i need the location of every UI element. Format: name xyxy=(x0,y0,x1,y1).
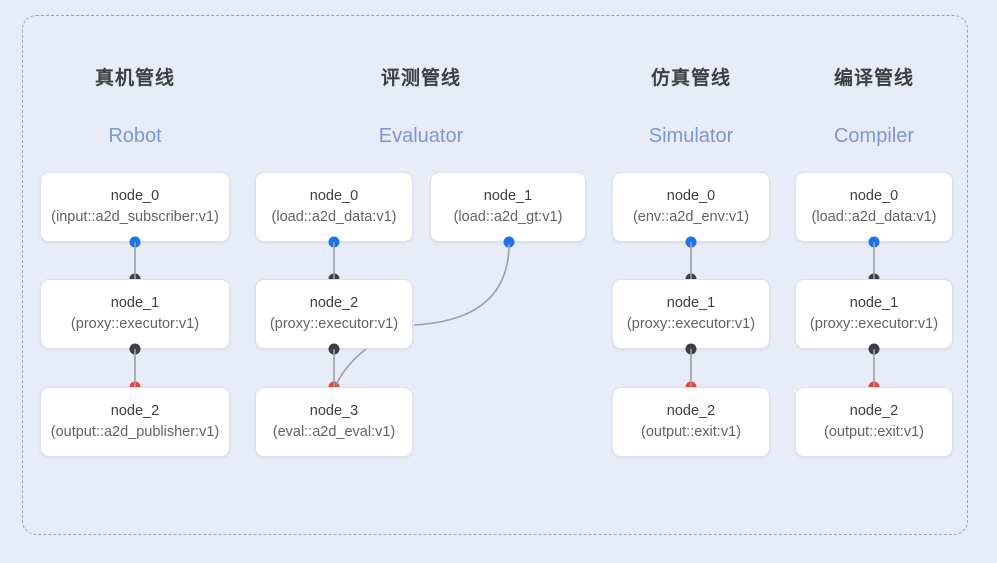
column-title-cn-evaluator: 评测管线 xyxy=(380,68,461,89)
column-title-cn-compiler: 编译管线 xyxy=(833,68,914,89)
node-subtitle: (load::a2d_gt:v1) xyxy=(453,209,563,225)
port-output-blue-compiler-0[interactable] xyxy=(868,236,880,248)
node-subtitle: (output::a2d_publisher:v1) xyxy=(50,424,220,440)
column-title-en-compiler: Compiler xyxy=(833,125,915,147)
diagram-dashed-frame xyxy=(22,15,968,535)
node-subtitle: (proxy::executor:v1) xyxy=(269,316,399,332)
node-robot-0[interactable]: node_0 (input::a2d_subscriber:v1) xyxy=(40,172,230,242)
edge-evaluator-gt-to-2 xyxy=(413,243,510,326)
node-subtitle: (load::a2d_data:v1) xyxy=(271,209,397,225)
node-evaluator-3[interactable]: node_3 (eval::a2d_eval:v1) xyxy=(255,387,413,457)
column-title-cn-robot: 真机管线 xyxy=(94,68,175,89)
node-simulator-1[interactable]: node_1 (proxy::executor:v1) xyxy=(612,279,770,349)
port-output-black-simulator-1[interactable] xyxy=(685,343,697,355)
node-title: node_2 xyxy=(666,402,716,419)
node-subtitle: (input::a2d_subscriber:v1) xyxy=(51,209,219,225)
node-title: node_0 xyxy=(309,187,359,204)
node-title: node_0 xyxy=(849,187,899,204)
node-title: node_2 xyxy=(110,402,160,419)
column-title-en-evaluator: Evaluator xyxy=(378,125,464,147)
node-evaluator-0[interactable]: node_0 (load::a2d_data:v1) xyxy=(255,172,413,242)
node-subtitle: (proxy::executor:v1) xyxy=(70,316,200,332)
port-output-black-evaluator-2[interactable] xyxy=(328,343,340,355)
node-title: node_1 xyxy=(849,294,899,311)
node-subtitle: (output::exit:v1) xyxy=(824,424,924,440)
node-evaluator-gt[interactable]: node_1 (load::a2d_gt:v1) xyxy=(430,172,586,242)
node-title: node_0 xyxy=(666,187,716,204)
edge-evaluator-2-to-3-curve xyxy=(335,348,367,386)
port-output-blue-evaluator-0[interactable] xyxy=(328,236,340,248)
node-title: node_1 xyxy=(483,187,533,204)
node-subtitle: (eval::a2d_eval:v1) xyxy=(272,424,396,440)
port-output-blue-simulator-0[interactable] xyxy=(685,236,697,248)
node-simulator-0[interactable]: node_0 (env::a2d_env:v1) xyxy=(612,172,770,242)
node-evaluator-2[interactable]: node_2 (proxy::executor:v1) xyxy=(255,279,413,349)
column-title-cn-simulator: 仿真管线 xyxy=(650,68,731,89)
node-title: node_0 xyxy=(110,187,160,204)
node-subtitle: (env::a2d_env:v1) xyxy=(632,209,750,225)
node-subtitle: (proxy::executor:v1) xyxy=(809,316,939,332)
column-title-en-robot: Robot xyxy=(108,125,162,147)
port-output-blue-robot-0[interactable] xyxy=(129,236,141,248)
node-robot-2[interactable]: node_2 (output::a2d_publisher:v1) xyxy=(40,387,230,457)
port-output-blue-evaluator-gt[interactable] xyxy=(503,236,515,248)
node-compiler-0[interactable]: node_0 (load::a2d_data:v1) xyxy=(795,172,953,242)
node-subtitle: (load::a2d_data:v1) xyxy=(811,209,937,225)
node-title: node_2 xyxy=(309,294,359,311)
port-output-black-robot-1[interactable] xyxy=(129,343,141,355)
column-title-en-simulator: Simulator xyxy=(648,125,734,147)
node-title: node_2 xyxy=(849,402,899,419)
node-title: node_1 xyxy=(110,294,160,311)
node-subtitle: (proxy::executor:v1) xyxy=(626,316,756,332)
node-compiler-1[interactable]: node_1 (proxy::executor:v1) xyxy=(795,279,953,349)
node-simulator-2[interactable]: node_2 (output::exit:v1) xyxy=(612,387,770,457)
node-subtitle: (output::exit:v1) xyxy=(641,424,741,440)
node-compiler-2[interactable]: node_2 (output::exit:v1) xyxy=(795,387,953,457)
port-output-black-compiler-1[interactable] xyxy=(868,343,880,355)
node-robot-1[interactable]: node_1 (proxy::executor:v1) xyxy=(40,279,230,349)
node-title: node_3 xyxy=(309,402,359,419)
node-title: node_1 xyxy=(666,294,716,311)
